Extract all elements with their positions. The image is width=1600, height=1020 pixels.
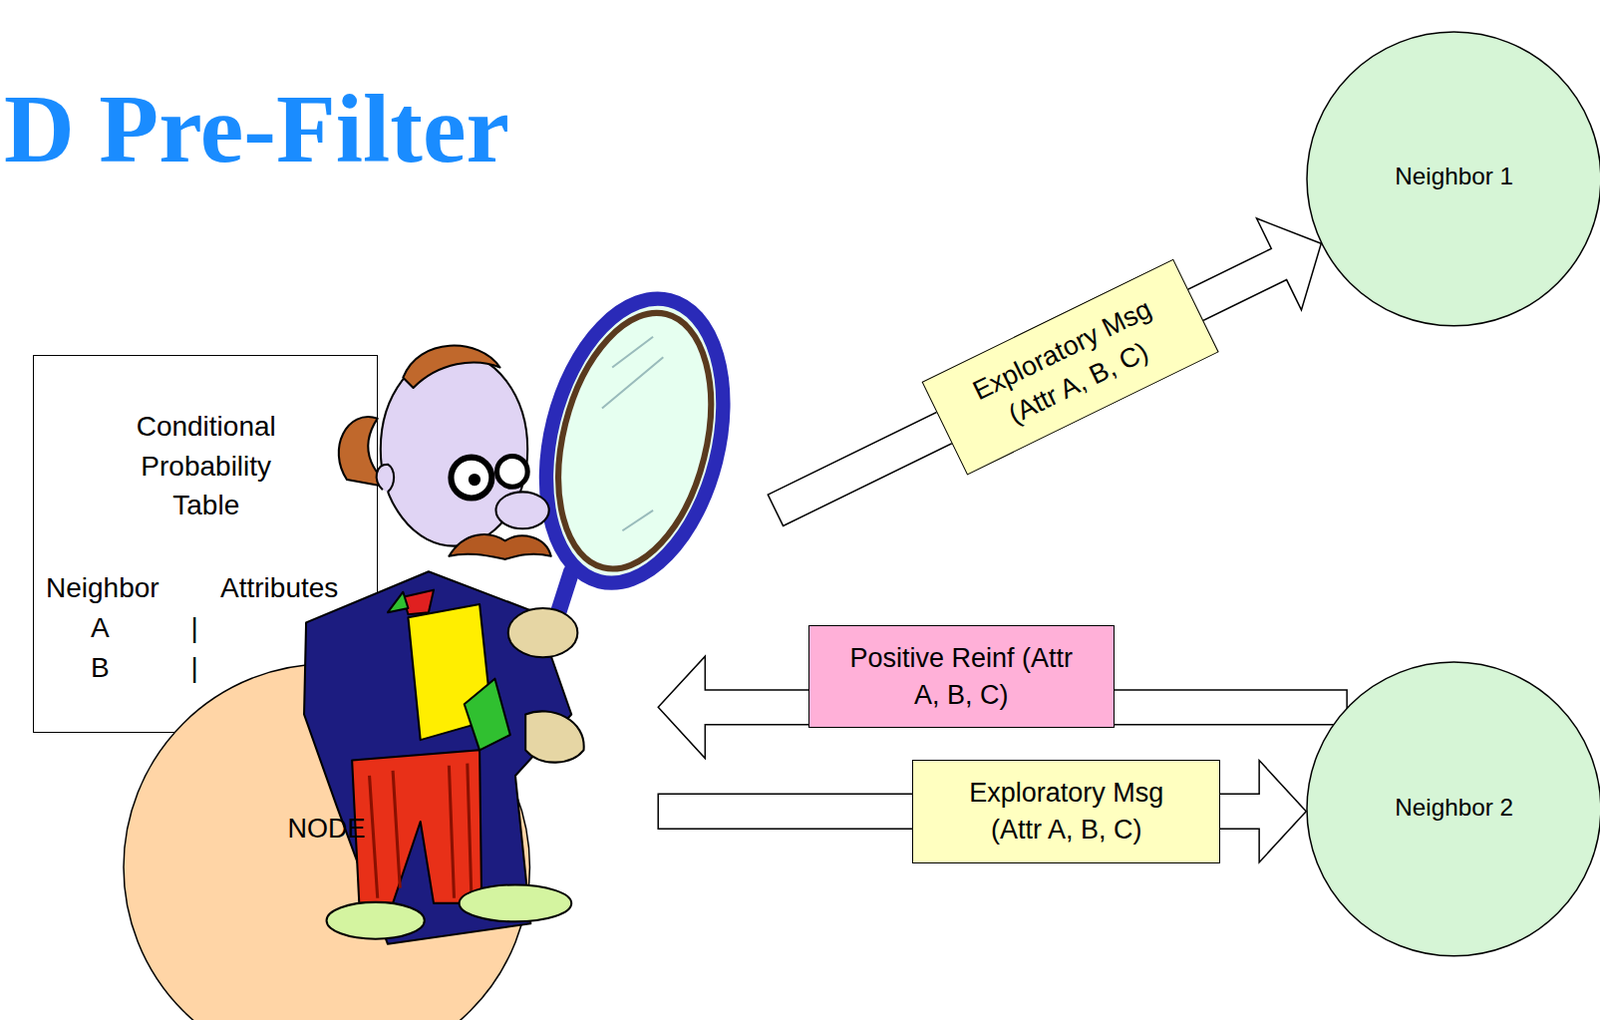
table-cell: B [90,647,110,687]
magnifier-rim [533,297,735,586]
magnifier-handle [538,571,572,673]
table-cell: | [190,647,198,687]
node-label: Neighbor 1 [1305,159,1600,194]
glass-glint [602,336,663,531]
mustache [448,534,551,560]
head [380,351,528,546]
column-header: Neighbor [45,568,160,608]
nose [495,491,549,529]
block-arrow [657,760,1306,863]
top-hair [402,345,500,388]
circle-shape [1306,661,1600,957]
table-cell: | [190,608,198,647]
glove [508,608,579,657]
edge-label: Exploratory Msg (Attr A, B, C) [944,280,1197,453]
hand [525,710,585,762]
neighbor-circle: Neighbor 2 [1305,660,1600,958]
circle-shape [1306,31,1600,326]
eye [469,474,480,485]
edge-label: Positive Reinf (Attr A, B, C) [838,640,1084,713]
table-cell: A [90,608,110,647]
glasses-right [496,456,528,488]
circle-shape [123,663,530,1020]
message-label-box: Exploratory Msg (Attr A, B, C) [921,258,1219,475]
column-header: Attributes [220,568,338,608]
block-arrow [767,218,1321,526]
glasses-left [450,457,492,499]
table-title: Conditional Probability Table [103,406,309,525]
neighbor-circle: Neighbor 1 [1305,30,1600,327]
node-label: NODE [122,810,531,849]
message-label-box: Positive Reinf (Attr A, B, C) [808,625,1115,729]
magnifier-ring [518,280,751,603]
ear [376,464,394,493]
message-label-box: Exploratory Msg (Attr A, B, C) [912,759,1221,864]
side-hair [338,416,404,490]
node-label: Neighbor 2 [1305,790,1600,825]
slide-title: D Pre-Filter [3,79,510,178]
edge-label: Exploratory Msg (Attr A, B, C) [944,774,1190,848]
node-circle: NODE [122,662,531,1020]
collar [387,592,408,613]
bow-tie [402,590,434,616]
